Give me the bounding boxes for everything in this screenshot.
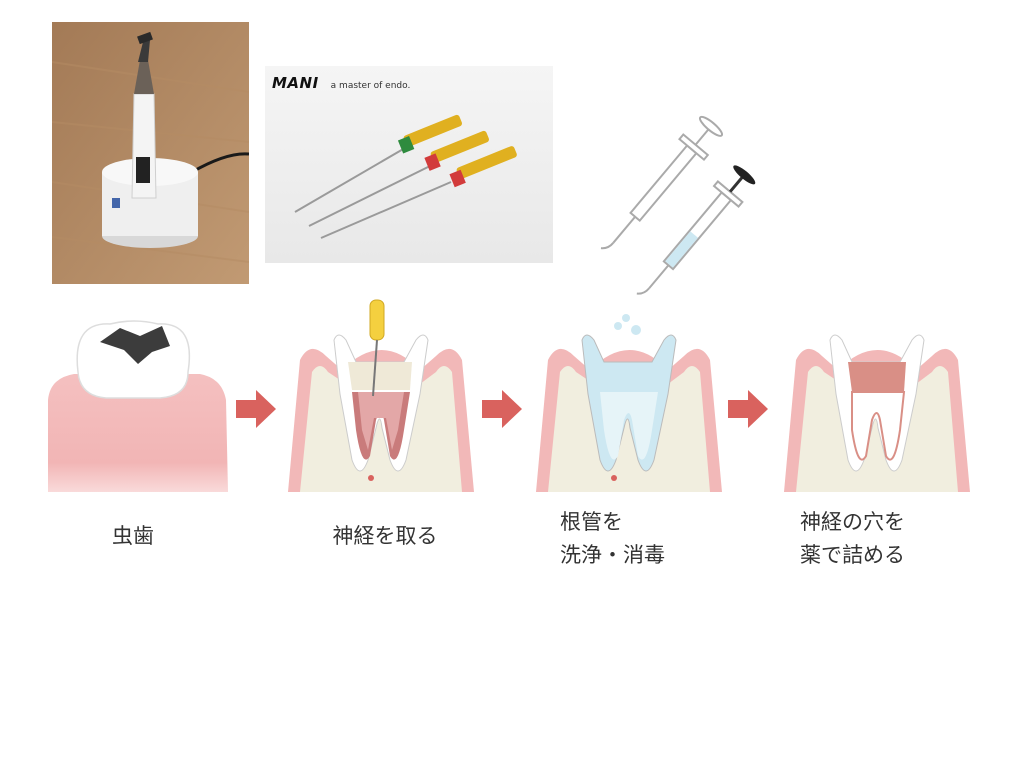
- panel-cavity: [48, 320, 228, 492]
- endo-files-photo: [265, 66, 553, 263]
- panel-remove-nerve: [288, 299, 474, 492]
- mani-brand: MANI a master of endo.: [272, 74, 410, 92]
- step-4-line-2: 薬で詰める: [800, 543, 905, 567]
- step-label-cavity: 虫歯: [78, 520, 188, 553]
- step-3-line-1: 根管を: [560, 510, 623, 534]
- syringe-icon: [600, 115, 724, 250]
- step-2-line-1: 神経を取る: [332, 524, 438, 548]
- step-3-line-2: 洗浄・消毒: [560, 543, 665, 567]
- panel-irrigation: [536, 314, 722, 492]
- endo-motor-photo: [52, 22, 249, 284]
- step-label-irrigation: 根管を 洗浄・消毒: [560, 506, 710, 572]
- arrow-icon: [482, 390, 522, 428]
- step-4-line-1: 神経の穴を: [800, 510, 905, 534]
- mani-logo: MANI: [272, 74, 319, 92]
- arrow-icon: [728, 390, 768, 428]
- step-1-line-1: 虫歯: [112, 524, 154, 548]
- arrow-icon: [236, 390, 276, 428]
- endo-files-image: [265, 66, 553, 263]
- cavity-hole: [100, 326, 170, 364]
- endo-motor-image: [52, 22, 249, 284]
- syringe-icon: [636, 165, 756, 295]
- step-label-remove-nerve: 神経を取る: [305, 520, 465, 553]
- mani-tagline: a master of endo.: [330, 81, 411, 91]
- step-label-filling: 神経の穴を 薬で詰める: [800, 506, 950, 572]
- panel-filling: [784, 334, 970, 492]
